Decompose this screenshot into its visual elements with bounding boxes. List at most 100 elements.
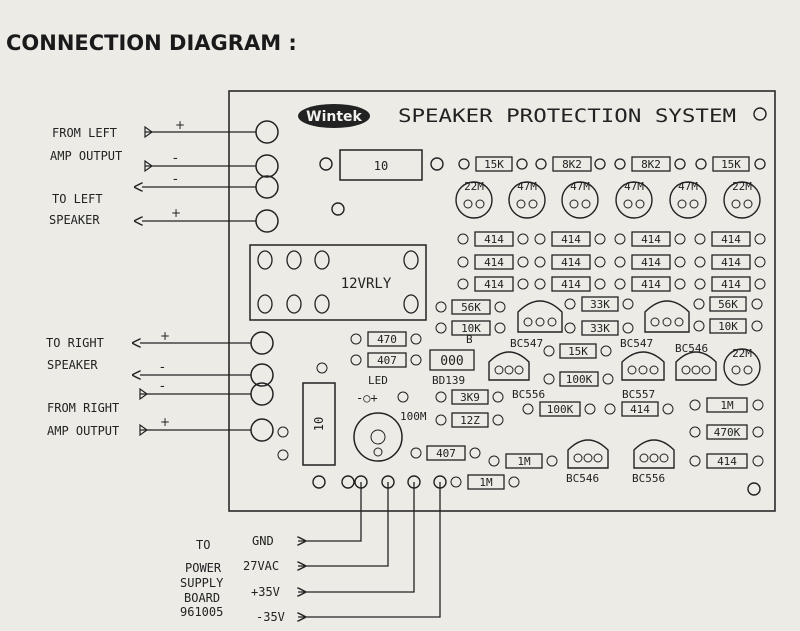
capacitor-label: 47M — [517, 180, 537, 193]
arrow-in-icon — [139, 387, 149, 401]
polarity-mark: + — [171, 206, 181, 220]
resistor-label: 15K — [721, 158, 741, 171]
diode-label: 414 — [641, 233, 661, 246]
transistor-pins: 000 — [440, 354, 463, 369]
arrow-in-icon — [144, 159, 154, 173]
capacitor-row: 22M 47M 47M 47M 47M 22M — [455, 180, 761, 219]
diode-label: 414 — [717, 455, 737, 468]
terminal — [255, 120, 279, 144]
power-wires — [298, 482, 441, 617]
diode-label: 407 — [377, 354, 397, 367]
main-capacitor — [353, 412, 403, 462]
terminal — [250, 331, 274, 355]
resistor-group-bottom: 1M 1M — [450, 453, 558, 490]
capacitor-label: 22M — [732, 347, 752, 360]
relay-label: 12VRLY — [341, 276, 392, 292]
page-title: CONNECTION DIAGRAM : — [6, 31, 297, 55]
transistor-label: BC556 — [512, 388, 545, 401]
rail-gnd: GND — [252, 534, 274, 548]
diode-label: 414 — [484, 278, 504, 291]
pad — [286, 294, 302, 314]
brand-name: Wintek — [306, 109, 362, 125]
resistor-label: 470 — [377, 333, 397, 346]
rail-minus35v: -35V — [256, 610, 285, 624]
resistor-group-right: 56K 10K — [693, 296, 763, 334]
polarity-mark: - — [160, 360, 165, 375]
capacitor — [723, 348, 761, 386]
diode-label: 414 — [641, 256, 661, 269]
fuse-top — [339, 149, 423, 181]
label-speaker: SPEAKER — [47, 358, 98, 372]
resistor-label: 1M — [479, 476, 493, 489]
resistor-label: 1M — [720, 399, 734, 412]
polarity-mark: - — [173, 151, 178, 166]
pad — [403, 294, 419, 314]
left-connections: + - - + + - - + FROM LEFT AMP OUTPUT TO … — [46, 118, 279, 442]
transistor-label: BD139 — [432, 374, 465, 387]
relay — [249, 244, 427, 321]
label-speaker: SPEAKER — [49, 213, 100, 227]
resistor-label: 10K — [718, 320, 738, 333]
terminal — [255, 209, 279, 233]
terminal — [250, 418, 274, 442]
capacitor-label: 22M — [732, 180, 752, 193]
fuse-side — [302, 382, 336, 466]
diode-grid: 414 414 414 414 414 414 414 414 414 414 … — [457, 231, 766, 292]
top-resistor-row: 15K 8K2 8K2 15K — [458, 156, 766, 172]
arrow-in-icon — [139, 423, 149, 437]
led-polarity: -○+ — [356, 391, 378, 405]
diode-label: 414 — [561, 278, 581, 291]
fuse-side-label: 10 — [312, 417, 326, 431]
resistor-label: 8K2 — [641, 158, 661, 171]
capacitor-label: 100M — [400, 410, 427, 423]
label-amp-output: AMP OUTPUT — [47, 424, 119, 438]
pad — [430, 157, 444, 171]
diode-label: 414 — [561, 256, 581, 269]
pad — [286, 250, 302, 270]
led-label: LED — [368, 374, 388, 387]
diode-label: 414 — [641, 278, 661, 291]
board-title: SPEAKER PROTECTION SYSTEM — [398, 105, 736, 127]
diode-label: 414 — [721, 278, 741, 291]
label-board-number: 961005 — [180, 605, 223, 619]
diode-label: 414 — [721, 233, 741, 246]
transistor-label: BC547 — [510, 337, 543, 350]
capacitor-label: 47M — [678, 180, 698, 193]
resistor-label: 3K9 — [460, 391, 480, 404]
diode-label: 414 — [561, 233, 581, 246]
pad — [257, 250, 273, 270]
transistor-label: BC556 — [632, 472, 665, 485]
resistor-label: 56K — [718, 298, 738, 311]
resistor-label: 100K — [547, 403, 574, 416]
mounting-hole — [753, 107, 767, 121]
resistor-label: 12Z — [460, 414, 480, 427]
polarity-mark: - — [160, 379, 165, 394]
resistor-label: 100K — [566, 373, 593, 386]
pad — [319, 157, 333, 171]
resistor-label: 33K — [590, 298, 610, 311]
resistor-group-mid: 15K 100K 100K 414 — [522, 343, 674, 417]
resistor-label: 15K — [484, 158, 504, 171]
label-to-right: TO RIGHT — [46, 336, 104, 350]
resistor-group-33k: 33K 33K — [564, 296, 634, 336]
rail-plus35v: +35V — [251, 585, 280, 599]
resistor-label: 15K — [568, 345, 588, 358]
ebc-letter: B — [466, 333, 473, 346]
resistor-label: 1M — [517, 455, 531, 468]
resistor-label: 470K — [714, 426, 741, 439]
label-board: BOARD — [184, 591, 220, 605]
label-from-left: FROM LEFT — [52, 126, 117, 140]
pad — [403, 250, 419, 270]
polarity-mark: + — [160, 329, 170, 343]
label-supply: SUPPLY — [180, 576, 224, 590]
transistor-label: BC557 — [622, 388, 655, 401]
capacitor-label: 22M — [464, 180, 484, 193]
resistor-group-left: 56K 10K — [435, 299, 506, 336]
label-power: POWER — [185, 561, 222, 575]
pcb-outline — [228, 90, 776, 512]
bottom-pads — [312, 475, 447, 489]
fuse-top-label: 10 — [374, 159, 388, 173]
label-to: TO — [196, 538, 210, 552]
transistor-label: BC547 — [620, 337, 653, 350]
